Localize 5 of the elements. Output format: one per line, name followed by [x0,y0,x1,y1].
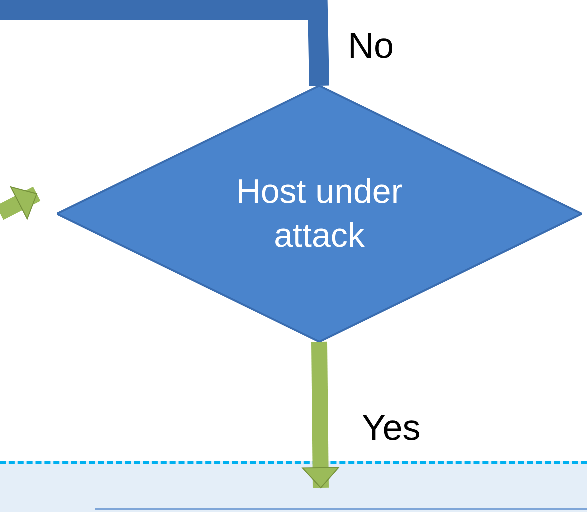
decision-text: Host under attack [235,172,404,257]
arrow [0,186,41,220]
arrow [302,342,340,488]
edge-label: No [348,28,394,64]
edge-label: Yes [362,410,421,446]
